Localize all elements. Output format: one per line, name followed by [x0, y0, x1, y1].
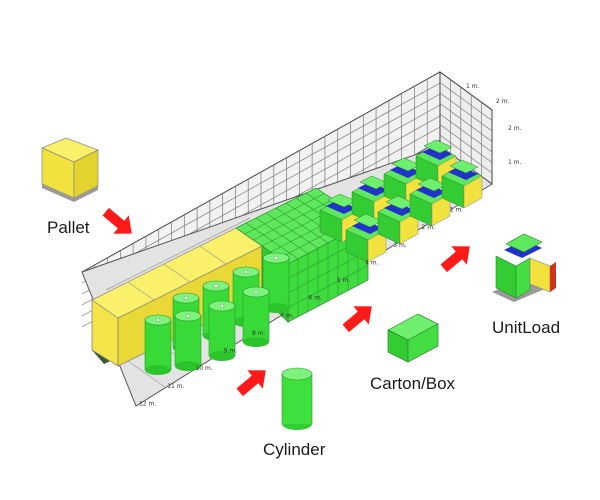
- floor-tick-label: 4 m.: [365, 259, 379, 266]
- cylinder: [243, 287, 269, 347]
- floor-tick-label: 2 m.: [421, 224, 435, 231]
- floor-tick-label: 6 m.: [308, 295, 322, 302]
- floor-tick-label: 9 m.: [224, 348, 238, 355]
- floor-tick-label: 7 m.: [280, 312, 294, 319]
- floor-tick-label: 3 m.: [393, 242, 407, 249]
- floor-tick-label: 1 m.: [450, 207, 464, 214]
- red-arrow-icon: [338, 297, 379, 337]
- unitload-stack-icon: [492, 234, 556, 302]
- back-height-tick: 1 m.: [508, 159, 522, 166]
- red-arrow-icon: [436, 237, 477, 277]
- cylinder: [145, 315, 171, 375]
- pallet-cube-icon: [42, 138, 98, 202]
- floor-tick-label: 10 m.: [195, 365, 212, 372]
- cylinder-icon: [282, 368, 312, 430]
- pallet-label: Pallet: [47, 218, 90, 238]
- carton-box-icon: [388, 314, 438, 362]
- floor-tick-label: 11 m.: [167, 383, 184, 390]
- red-arrow-icon: [232, 361, 273, 401]
- cylinder-label: Cylinder: [263, 440, 325, 460]
- floor-tick-label: 12 m.: [139, 400, 156, 407]
- floor-tick-label: 5 m.: [337, 277, 351, 284]
- cylinder: [175, 311, 201, 371]
- unitload-label: UnitLoad: [492, 318, 560, 338]
- carton-label: Carton/Box: [370, 374, 455, 394]
- floor-tick-label: 8 m.: [252, 330, 266, 337]
- back-height-tick: 2 m.: [508, 125, 522, 132]
- back-width-tick: 1 m.: [466, 83, 480, 90]
- back-width-tick: 2 m.: [496, 98, 510, 105]
- red-arrow-icon: [98, 203, 139, 243]
